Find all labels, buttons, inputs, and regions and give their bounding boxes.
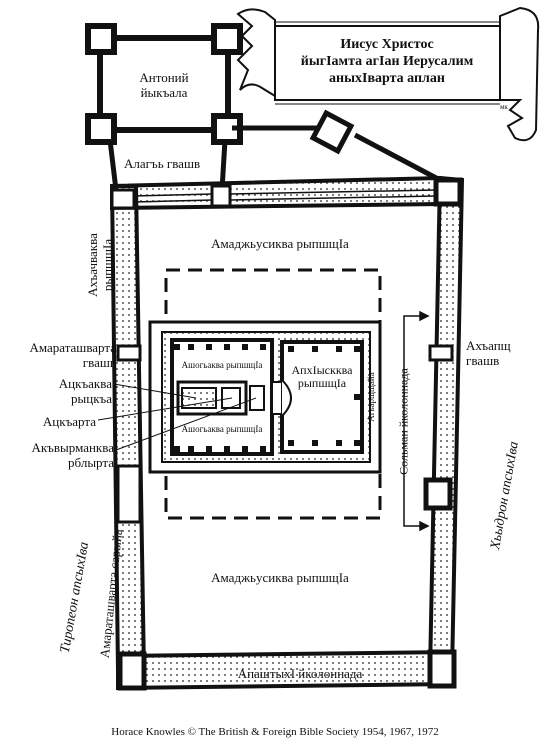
gate-top-label: Алагъь гвашв xyxy=(124,156,201,171)
altar-label: Акъвырманква рблырта xyxy=(31,440,114,470)
antonia-label: Антоний йыкъала xyxy=(139,70,189,100)
gentiles-court-top-label: Амаджьусиква рыпшщIа xyxy=(211,236,349,251)
inner-side-label: Агьарщщайа xyxy=(366,372,376,422)
east-gate-label: Ахъапщ гвашв xyxy=(466,338,511,368)
nw-wall-tower xyxy=(309,109,355,155)
solomon-arrows xyxy=(403,310,430,532)
banner-mark: мк xyxy=(500,103,508,111)
banner-line-1: Иисус Христос xyxy=(340,37,434,52)
antonia-wall xyxy=(107,125,442,191)
gate-lines xyxy=(133,189,437,203)
holy-place-label: Ацкъарта xyxy=(42,414,96,429)
temple-complex xyxy=(148,320,382,474)
banner-title: Иисус Христос йыгIамта агIан Иерусалим а… xyxy=(282,36,492,87)
women-court-label: АпхIыскква рыпшщIа xyxy=(291,363,353,390)
gentiles-court-bottom-label: Амаджьусиква рыпшщIа xyxy=(211,570,349,585)
antonia-fortress xyxy=(85,23,243,145)
wall-gates xyxy=(110,177,463,691)
banner-line-3: аныхIварта аплан xyxy=(329,71,445,86)
holy-of-holies-label: Ацкъаква рыцкъа xyxy=(58,376,112,406)
banner-scroll xyxy=(236,6,540,142)
leader-lines xyxy=(97,383,257,451)
banner-line-2: йыгIамта агIан Иерусалим xyxy=(300,54,474,69)
israel-court-top-label: Ашогьаква рыпшщIа xyxy=(181,360,263,370)
royal-colonnade-label: АпаштыхI йколоннада xyxy=(237,666,363,681)
israel-court-bottom-label: Ашогьаква рыпшщIа xyxy=(181,424,263,434)
credit-line: Horace Knowles © The British & Foreign B… xyxy=(111,726,439,738)
north-gate-label: Ахъачваква рыпшщIа xyxy=(85,233,115,297)
solomon-colonnade-label: Сольман йколоннада xyxy=(396,368,411,475)
west-gate-label: Амараташварта гвашв xyxy=(29,340,116,370)
